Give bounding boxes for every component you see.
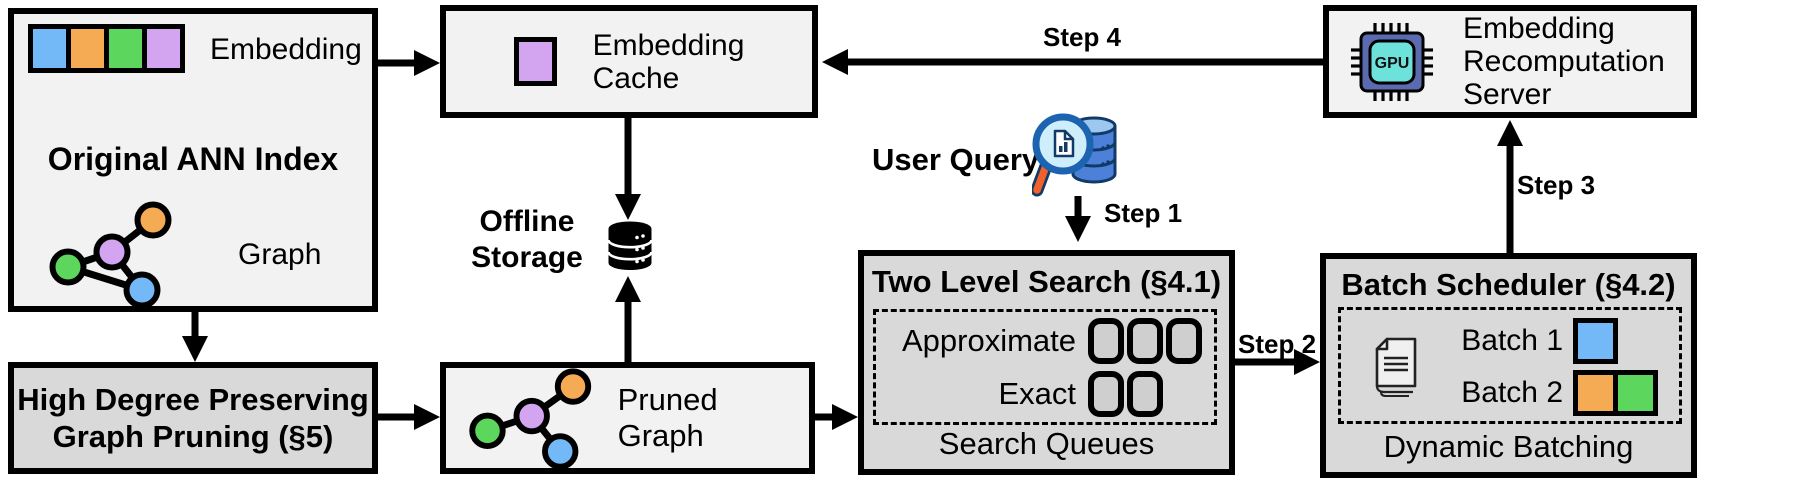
cached-embedding-icon xyxy=(513,37,557,86)
gpu-chip-icon: GPU xyxy=(1351,22,1433,101)
queue-slot xyxy=(1088,317,1124,364)
arrow-index-to-pruning xyxy=(182,312,208,362)
step3-label: Step 3 xyxy=(1517,170,1596,200)
search-queues-caption: Search Queues xyxy=(938,426,1155,461)
batch-scheduler-title: Batch Scheduler (§4.2) xyxy=(1341,267,1676,302)
two-level-search-title: Two Level Search (§4.1) xyxy=(871,264,1222,299)
offline-storage-label: Offline Storage xyxy=(471,205,583,274)
arrow-pruning-to-pruned-graph xyxy=(378,404,440,430)
pruned-graph-label: Pruned Graph xyxy=(617,382,718,453)
batch2-label: Batch 2 xyxy=(1461,376,1563,409)
embedding-vector-icon xyxy=(28,24,185,73)
embedding-square-blue xyxy=(28,24,71,73)
graph-icon xyxy=(49,201,172,308)
two-level-search-box: Two Level Search (§4.1) Approximate Exac… xyxy=(858,250,1235,475)
offline-storage-database-icon xyxy=(607,221,653,270)
embedding-square-orange xyxy=(66,24,109,73)
exact-queue-row: Exact xyxy=(876,367,1214,420)
recomputation-server-label: Embedding Recomputation Server xyxy=(1463,12,1665,111)
pruned-graph-box: Pruned Graph xyxy=(440,362,815,474)
embedding-square-purple xyxy=(142,24,185,73)
step4-label: Step 4 xyxy=(1042,22,1122,52)
user-query-label: User Query xyxy=(872,142,1040,177)
batch2-row: Batch 2 xyxy=(1441,367,1658,419)
embedding-cache-label: Embedding Cache xyxy=(592,28,745,95)
graph-label: Graph xyxy=(238,238,322,271)
original-ann-index-title: Original ANN Index xyxy=(47,141,339,177)
recomputation-server-box: GPU Embedding Recomputation Server xyxy=(1323,5,1697,118)
embedding-cache-box: Embedding Cache xyxy=(440,5,818,118)
approximate-queue-row: Approximate xyxy=(876,314,1214,367)
queue-slot xyxy=(1166,317,1202,364)
batch1-label: Batch 1 xyxy=(1461,324,1563,357)
step1-label: Step 1 xyxy=(1104,198,1183,228)
queue-slot xyxy=(1088,370,1124,417)
batch1-square-blue xyxy=(1573,318,1618,364)
high-degree-pruning-box: High Degree Preserving Graph Pruning (§5… xyxy=(8,362,378,474)
exact-queue-slots xyxy=(1088,370,1163,417)
high-degree-pruning-label: High Degree Preserving Graph Pruning (§5… xyxy=(17,382,369,454)
arrow-step1-query-to-search xyxy=(1065,196,1091,242)
pruned-graph-icon xyxy=(469,368,592,469)
step2-label: Step 2 xyxy=(1238,329,1317,359)
documents-icon xyxy=(1375,337,1417,398)
queue-slot xyxy=(1127,370,1163,417)
arrow-index-to-cache xyxy=(378,50,440,76)
embedding-label: Embedding xyxy=(210,33,362,66)
approximate-label: Approximate xyxy=(901,322,1076,358)
batch2-square-green xyxy=(1613,370,1658,416)
batch-scheduler-box: Batch Scheduler (§4.2) Batch 1 xyxy=(1320,253,1697,478)
original-ann-index-box: Embedding Original ANN Index Graph xyxy=(8,8,378,312)
dynamic-batching-caption: Dynamic Batching xyxy=(1383,429,1634,464)
exact-label: Exact xyxy=(998,375,1076,411)
gpu-chip-text: GPU xyxy=(1375,55,1410,72)
user-query-icon xyxy=(1032,113,1117,197)
batch1-row: Batch 1 xyxy=(1441,315,1658,367)
approximate-queue-slots xyxy=(1088,317,1202,364)
dynamic-batching-region: Batch 1 Batch 2 xyxy=(1338,307,1682,424)
embedding-square-green xyxy=(104,24,147,73)
queue-slot xyxy=(1127,317,1163,364)
search-queues-region: Approximate Exact xyxy=(873,309,1217,425)
arrow-cache-to-storage xyxy=(615,118,641,220)
arrow-pruned-graph-to-storage xyxy=(615,276,641,362)
batch2-square-orange xyxy=(1573,370,1618,416)
arrow-pruned-graph-to-search xyxy=(815,404,858,430)
